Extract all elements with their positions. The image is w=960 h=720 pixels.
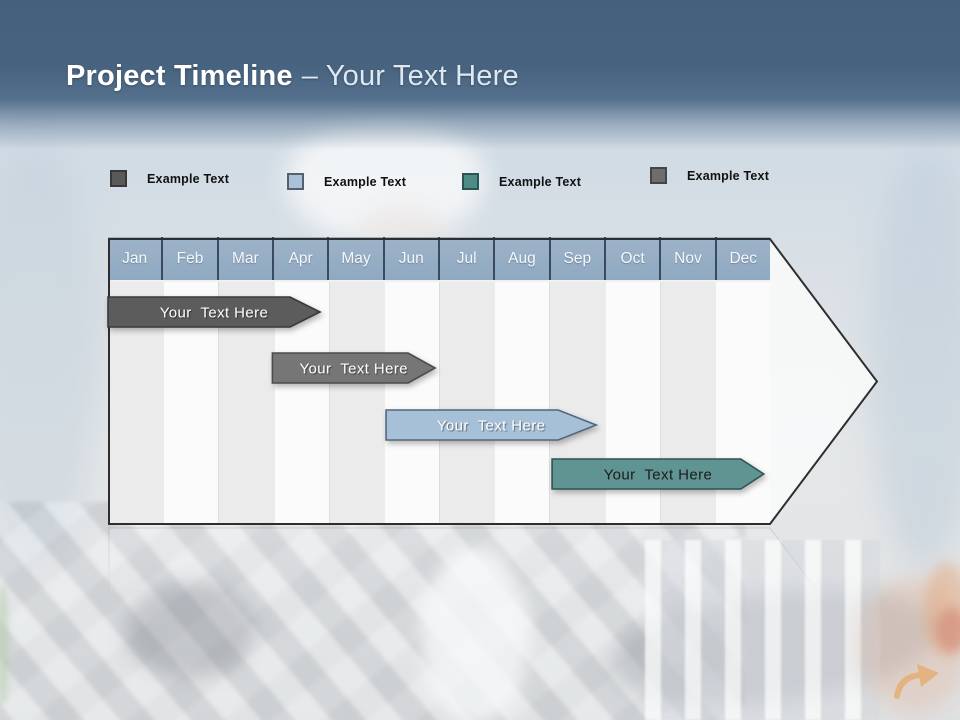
photo-radiator-glow — [420, 548, 530, 720]
photo-radiator — [645, 540, 880, 720]
month-header-mar: Mar — [216, 237, 272, 280]
task-bar-label-4: Your Text Here — [604, 467, 713, 484]
legend-item-4: Example Text — [650, 167, 769, 184]
task-bar-1 — [107, 296, 322, 328]
legend-label: Example Text — [324, 174, 407, 189]
month-header-oct: Oct — [603, 237, 660, 280]
legend-swatch-icon — [650, 167, 667, 184]
legend-swatch-icon — [110, 170, 127, 187]
title-rest-text: – Your Text Here — [301, 60, 519, 92]
photo-plaid-jacket — [0, 502, 745, 720]
legend-item-2: Example Text — [287, 173, 406, 190]
photo-jacket-shadow — [125, 582, 255, 677]
month-header-aug: Aug — [493, 237, 549, 280]
photo-hand — [858, 578, 960, 713]
page-title: Project Timeline– Your Text Here — [66, 60, 519, 93]
task-bar-4 — [551, 458, 766, 490]
legend-item-1: Example Text — [110, 170, 229, 187]
timeline-reflection — [108, 526, 880, 720]
legend-swatch-icon — [462, 173, 479, 190]
grid-column-aug — [494, 282, 550, 523]
photo-red-object — [936, 608, 960, 652]
task-bar-2 — [271, 352, 437, 384]
legend-label: Example Text — [147, 171, 230, 186]
month-header-jan: Jan — [108, 237, 162, 280]
month-header-nov: Nov — [659, 237, 715, 280]
legend-item-3: Example Text — [462, 173, 581, 190]
timeline-arrow-outline — [108, 238, 879, 525]
photo-green-edge — [0, 585, 9, 705]
legend-label: Example Text — [499, 174, 582, 189]
month-header-feb: Feb — [161, 237, 217, 280]
legend-label: Example Text — [687, 168, 770, 183]
photo-orange-object — [924, 562, 960, 657]
task-bar-3 — [385, 409, 599, 441]
photo-wall-right — [870, 150, 960, 570]
title-bold-text: Project Timeline — [66, 60, 293, 92]
legend-swatch-icon — [287, 173, 304, 190]
task-bar-label-1: Your Text Here — [160, 305, 269, 322]
grid-column-may — [328, 282, 384, 523]
month-header-may: May — [327, 237, 383, 280]
grid-column-jul — [439, 282, 495, 523]
photo-wall-left — [0, 140, 100, 560]
reflection-arrow-shape — [108, 527, 878, 720]
month-header-sep: Sep — [548, 237, 604, 280]
curved-arrow-icon — [894, 664, 939, 699]
title-bar — [0, 0, 960, 150]
task-bar-label-3: Your Text Here — [437, 418, 546, 435]
month-header-apr: Apr — [271, 237, 328, 280]
grid-column-jun — [383, 282, 440, 523]
task-bar-label-2: Your Text Here — [299, 361, 408, 378]
month-header-dec: Dec — [714, 237, 770, 280]
month-header-jun: Jun — [382, 237, 438, 280]
month-header-jul: Jul — [437, 237, 494, 280]
